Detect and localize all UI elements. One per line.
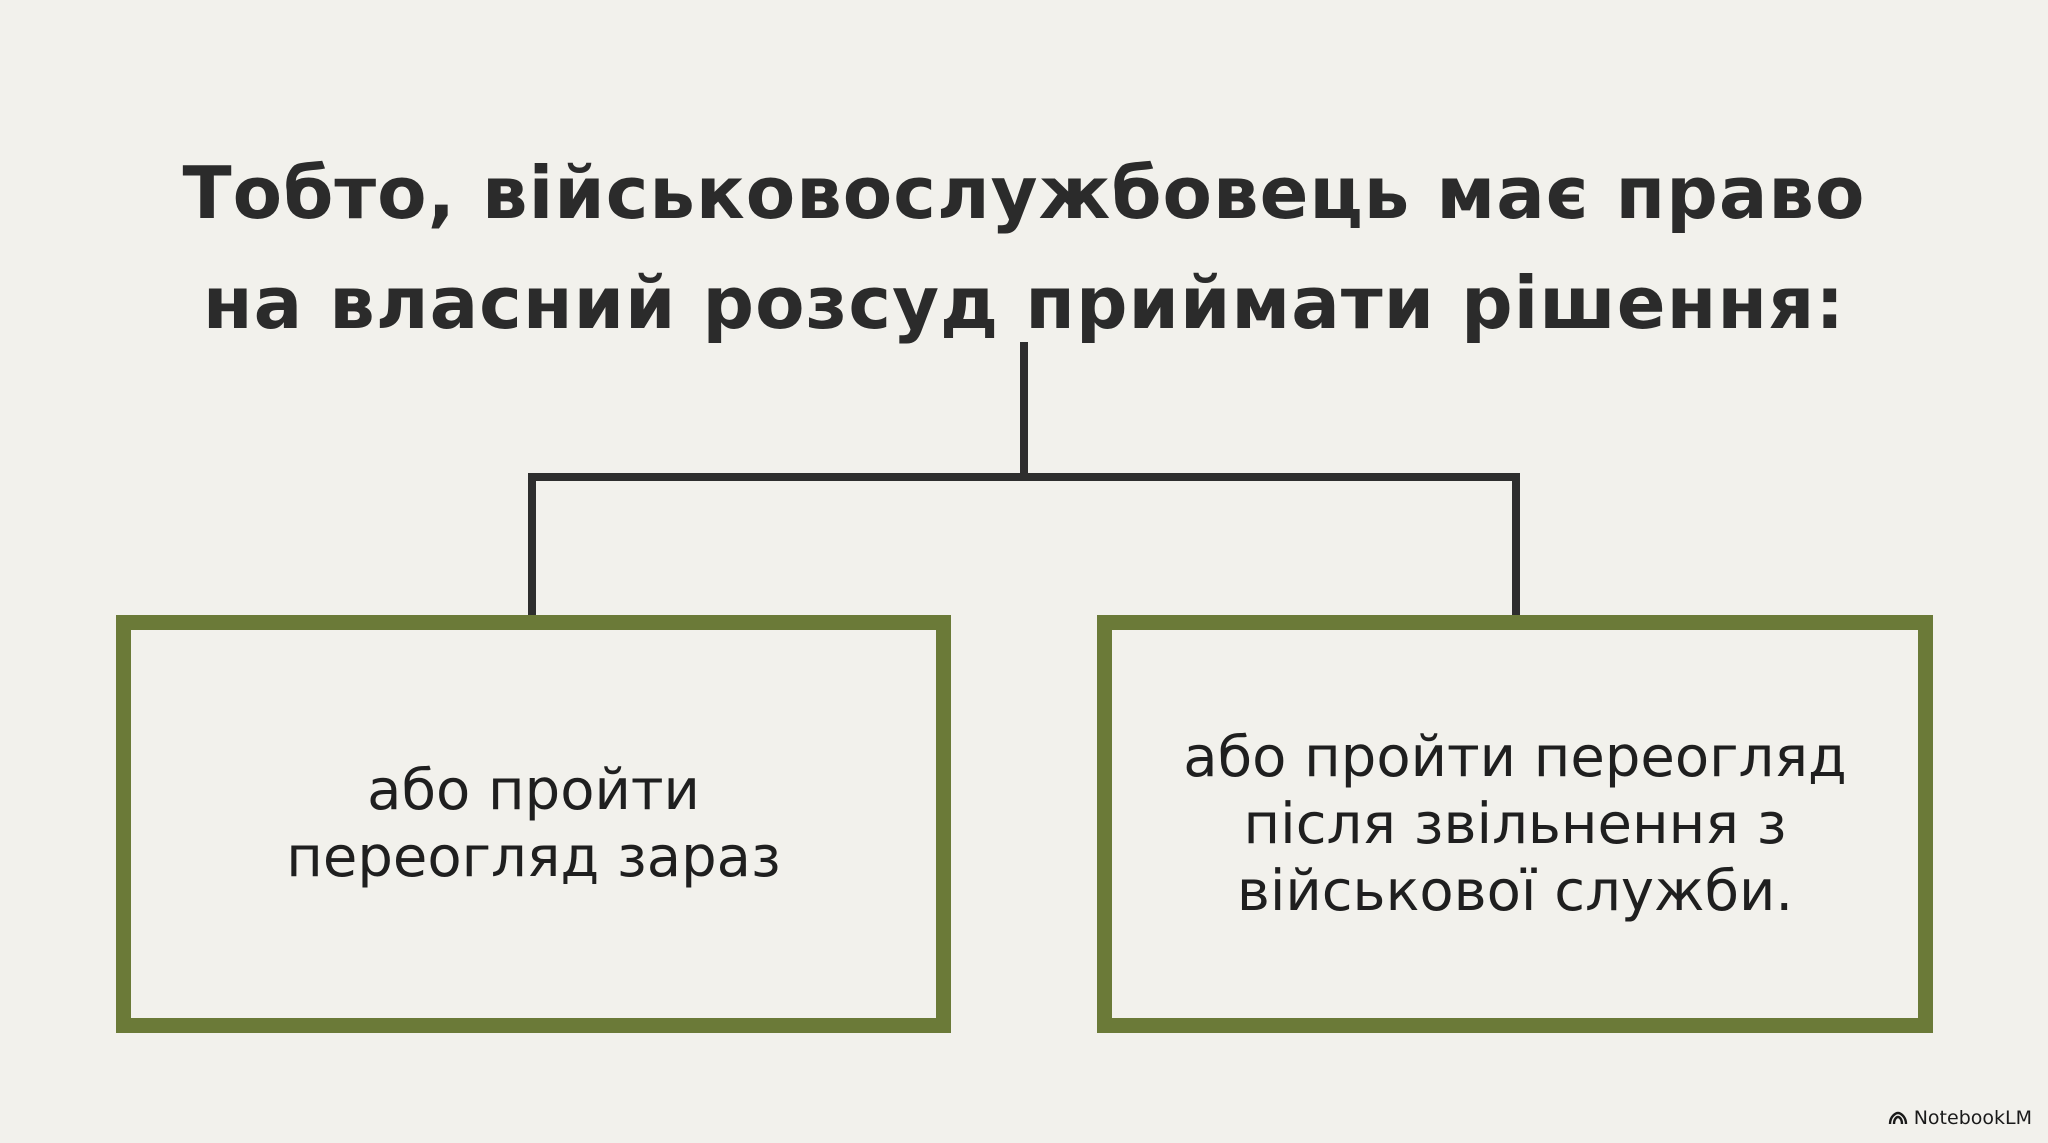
brand-label: NotebookLM [1913, 1107, 2032, 1129]
notebooklm-logo-icon [1888, 1111, 1907, 1125]
option-box-right: або пройти переогляд після звільнення з … [1097, 615, 1933, 1033]
option-box-left: або пройти переогляд зараз [116, 615, 951, 1033]
option-left-line-2: переогляд зараз [286, 825, 781, 890]
title-line-1: Тобто, військовослужбовець має право [182, 151, 1866, 235]
option-right-line-3: військової служби. [1236, 858, 1794, 924]
option-right-line-2: після звільнення з [1243, 791, 1787, 857]
notebooklm-watermark: NotebookLM [1888, 1107, 2032, 1129]
title-line-2: на власний розсуд приймати рішення: [202, 261, 1846, 345]
option-left-line-1: або пройти [367, 758, 700, 823]
diagram-title: Тобто, військовослужбовець має право на … [0, 138, 2048, 358]
option-right-line-1: або пройти переогляд [1183, 724, 1847, 790]
